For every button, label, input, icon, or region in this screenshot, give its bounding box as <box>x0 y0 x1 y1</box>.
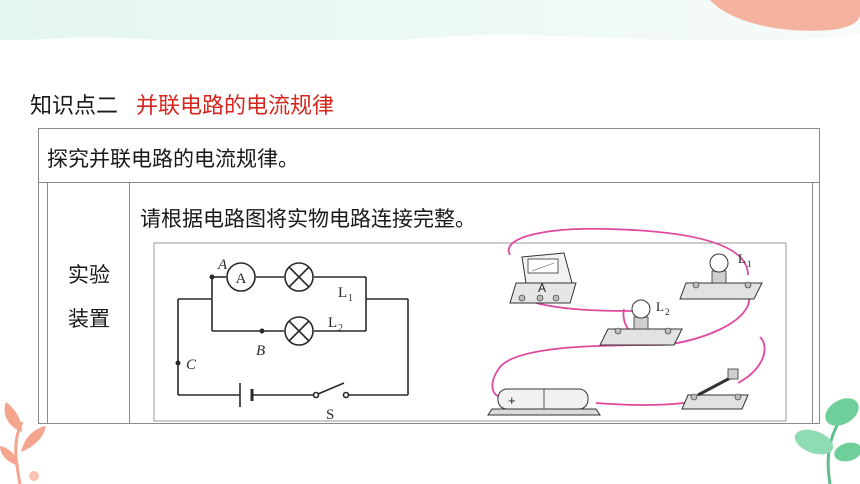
l2-subscript: 2 <box>338 323 343 334</box>
ammeter-letter: A <box>236 271 247 287</box>
plant-left-decoration <box>0 402 46 484</box>
physical-ammeter-letter: A <box>538 281 546 295</box>
plant-right-decoration <box>794 398 860 484</box>
point-b-label: B <box>256 343 265 359</box>
physical-battery-plus: + <box>508 393 516 408</box>
section-number: 知识点二 <box>30 94 119 119</box>
top-band <box>0 0 860 40</box>
purpose-text: 探究并联电路的电流规律。 <box>47 147 299 171</box>
diagrams: A <box>153 227 787 423</box>
apparatus-label-line1: 实验 <box>68 263 110 287</box>
physical-l2-sub: 2 <box>665 307 670 317</box>
wire-l1-to-battery <box>491 290 751 398</box>
lamp-l2-symbol <box>284 316 314 346</box>
apparatus-cell: 实验 装置 请根据电路图将实物电路连接完整。 <box>47 183 813 423</box>
switch-symbol <box>312 382 350 399</box>
battery-symbol <box>239 383 254 407</box>
lamp-l1-symbol <box>284 262 314 292</box>
physical-ammeter: A <box>509 252 577 304</box>
section-title: 知识点二并联电路的电流规律 <box>30 88 334 120</box>
coral-blob-decoration <box>710 0 860 31</box>
instruction-text: 请根据电路图将实物电路连接完整。 <box>140 207 476 231</box>
l1-subscript: 1 <box>348 293 353 304</box>
point-a-label: A <box>217 257 228 273</box>
ammeter-symbol <box>226 262 256 292</box>
physical-battery: + <box>487 388 601 416</box>
wire-ammeter-to-l1 <box>507 227 749 276</box>
physical-l2-label: L <box>656 299 664 314</box>
junction-dot-a <box>209 274 215 280</box>
circuit-schematic <box>177 276 409 396</box>
point-c-label: C <box>186 357 197 373</box>
experiment-table: 探究并联电路的电流规律。 实验 装置 请根据电路图将实物电路连接完整。 <box>38 128 820 424</box>
purpose-row: 探究并联电路的电流规律。 <box>39 129 819 183</box>
physical-lamp-l2: L 2 <box>599 299 683 346</box>
switch-label: S <box>326 407 334 423</box>
l2-label: L <box>328 315 337 331</box>
physical-l1-sub: 1 <box>747 259 752 269</box>
physical-lamp-l1: L 1 <box>679 251 763 300</box>
junction-dot-b <box>259 328 265 334</box>
wire-switch-to-l2 <box>737 336 766 384</box>
apparatus-label-line2: 装置 <box>68 307 110 331</box>
physical-switch <box>681 368 749 410</box>
section-topic: 并联电路的电流规律 <box>136 94 335 119</box>
l1-label: L <box>338 285 347 301</box>
junction-dot-c <box>175 360 181 366</box>
wire-ammeter-to-l2 <box>535 302 639 312</box>
physical-l1-label: L <box>738 251 746 266</box>
apparatus-label-cell: 实验 装置 <box>48 183 130 423</box>
